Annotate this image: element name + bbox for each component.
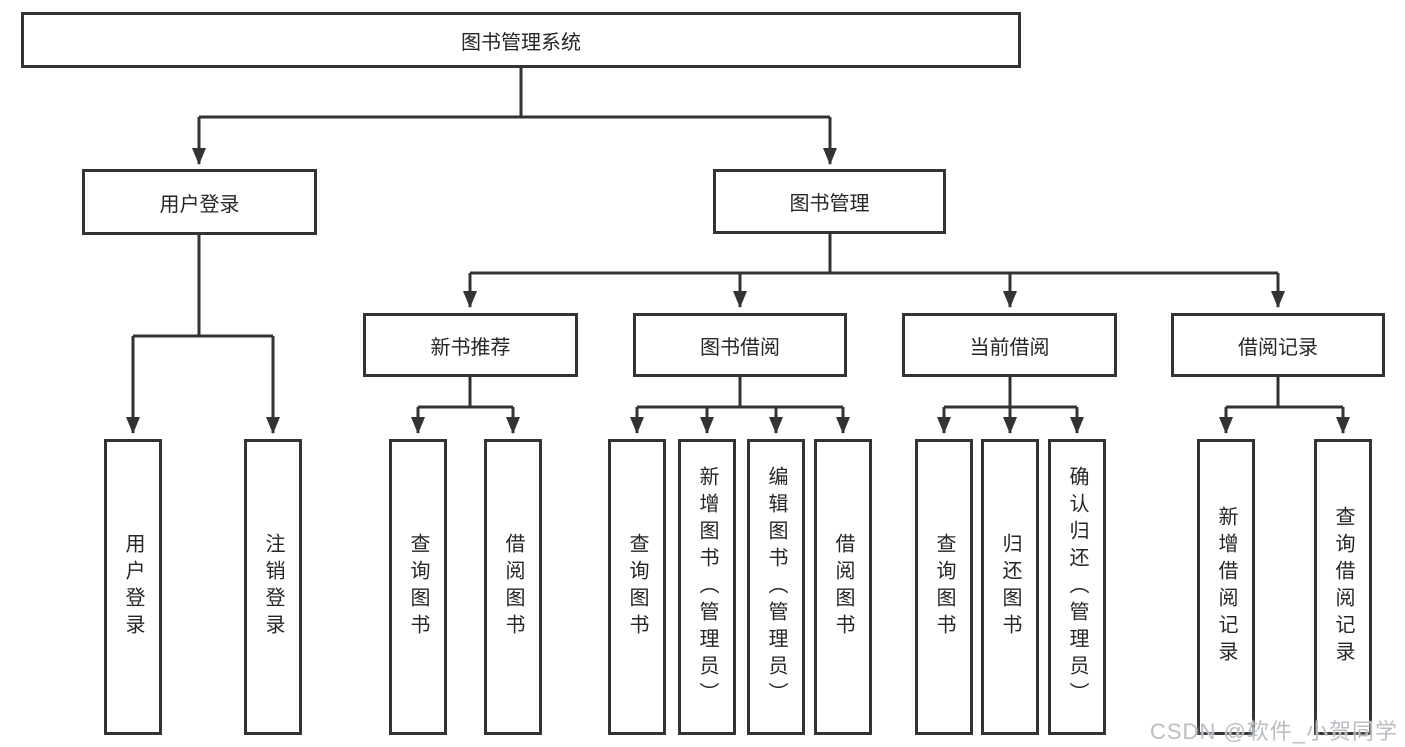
node-leaf-logout: 注销登录 [244,439,302,735]
node-leaf-return-book: 归还图书 [981,439,1039,735]
node-leaf-borrow-books-1: 借阅图书 [484,439,542,735]
node-current-borrowing: 当前借阅 [902,313,1117,377]
node-book-borrowing: 图书借阅 [633,313,847,377]
node-leaf-query-books-1: 查询图书 [389,439,447,735]
node-label: 新增图书（管理员） [696,465,718,709]
node-label: 借阅记录 [1238,336,1318,359]
node-label: 新书推荐 [430,336,511,359]
node-library-management-system: 图书管理系统 [21,12,1021,68]
node-label: 查询图书 [933,533,955,641]
node-label: 图书管理系统 [461,31,581,54]
node-label: 查询图书 [626,533,648,641]
node-user-login-group: 用户登录 [82,169,317,235]
node-label: 查询借阅记录 [1332,506,1354,668]
node-leaf-query-borrow-record: 查询借阅记录 [1314,439,1372,735]
node-label: 归还图书 [999,533,1021,641]
node-leaf-add-borrow-record: 新增借阅记录 [1197,439,1255,735]
node-leaf-user-login: 用户登录 [104,439,162,735]
node-leaf-edit-book-admin: 编辑图书（管理员） [747,439,805,735]
node-label: 图书管理 [789,193,870,215]
node-leaf-add-book-admin: 新增图书（管理员） [678,439,736,735]
node-label: 借阅图书 [502,533,524,641]
node-label: 确认归还（管理员） [1066,465,1088,709]
node-label: 用户登录 [159,193,240,216]
node-label: 借阅图书 [832,533,854,641]
node-leaf-borrow-books-2: 借阅图书 [814,439,872,735]
node-leaf-query-books-2: 查询图书 [608,439,666,735]
node-label: 图书借阅 [700,336,780,359]
node-label: 编辑图书（管理员） [765,465,787,709]
node-book-management: 图书管理 [713,169,946,234]
node-borrowing-records: 借阅记录 [1171,313,1385,377]
node-label: 查询图书 [407,533,429,641]
node-label: 用户登录 [122,533,144,641]
csdn-watermark: CSDN @软件_小贺同学 [1150,719,1399,744]
node-leaf-query-books-3: 查询图书 [915,439,973,735]
node-leaf-confirm-return-admin: 确认归还（管理员） [1048,439,1106,735]
node-new-book-recommend: 新书推荐 [363,313,578,377]
node-label: 注销登录 [262,533,284,641]
node-label: 当前借阅 [969,336,1050,359]
node-label: 新增借阅记录 [1215,506,1237,668]
